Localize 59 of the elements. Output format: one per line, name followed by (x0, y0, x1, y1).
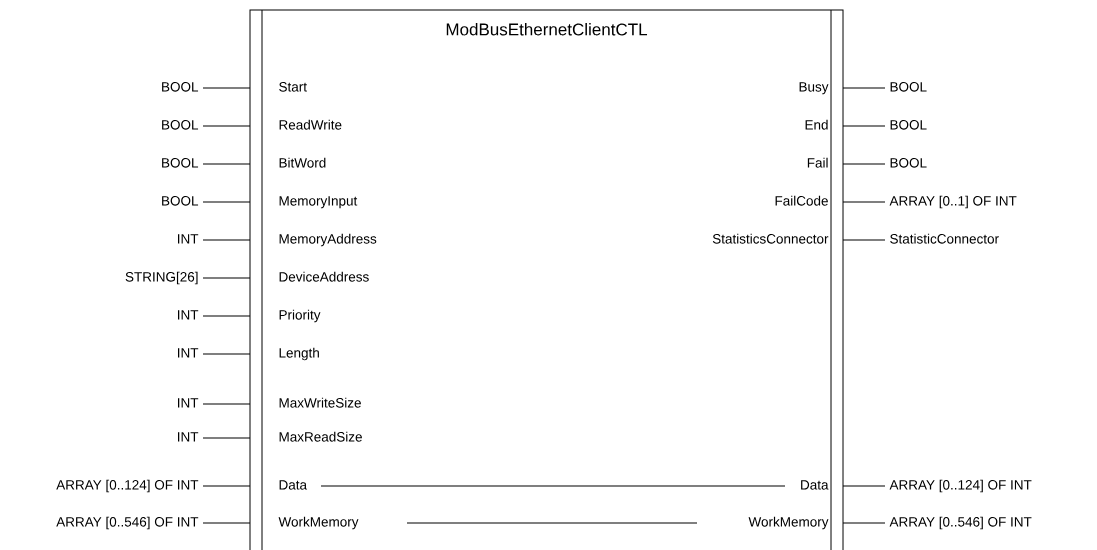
connector-line (842, 87, 886, 89)
data-type-label: INT (178, 432, 199, 442)
connector-line (202, 522, 251, 524)
connector-line (202, 485, 251, 487)
connector-line (842, 163, 886, 165)
data-type-label: BOOL (890, 82, 927, 92)
data-type-label: INT (178, 234, 199, 244)
connector-line (202, 125, 251, 127)
connector-line (202, 403, 251, 405)
data-type-label: ARRAY [0..546] OF INT (889, 516, 1032, 530)
pin-name: StatisticsConnector (712, 233, 829, 244)
connector-line (406, 522, 698, 524)
pin-name: MaxReadSize (279, 431, 362, 442)
data-type-label: BOOL (890, 158, 927, 168)
connector-line (202, 163, 251, 165)
connector-line (202, 437, 251, 439)
pin-name: MemoryInput (279, 196, 358, 209)
pin-name: DeviceAddress (279, 271, 369, 282)
connector-line (202, 353, 251, 355)
data-type-label: ARRAY [0..124] OF INT (56, 479, 199, 493)
data-type-label: ARRAY [0..124] OF INT (889, 479, 1032, 493)
data-type-label: BOOL (162, 158, 199, 168)
pin-name: WorkMemory (748, 516, 829, 530)
data-type-label: StatisticConnector (890, 233, 999, 244)
pin-name: WorkMemory (278, 516, 359, 530)
data-type-label: BOOL (162, 196, 199, 206)
connector-line (842, 201, 886, 203)
connector-line (202, 201, 251, 203)
connector-line (202, 277, 251, 279)
data-type-label: INT (178, 310, 199, 320)
connector-line (202, 315, 251, 317)
data-type-label: STRING[26] (125, 271, 198, 285)
connector-line (842, 522, 886, 524)
connector-line (320, 485, 786, 487)
connector-line (202, 239, 251, 241)
data-type-label: BOOL (890, 120, 927, 130)
connector-line (842, 239, 886, 241)
pin-name: Fail (807, 157, 828, 168)
pin-name: FailCode (775, 195, 828, 206)
data-type-label: INT (178, 398, 199, 408)
pin-name: ReadWrite (279, 119, 342, 130)
pin-name: Priority (279, 309, 321, 323)
data-type-label: INT (178, 348, 199, 358)
pin-name: End (805, 119, 828, 130)
connector-line (842, 485, 886, 487)
pin-name: MemoryAddress (279, 233, 377, 247)
pin-name: Data (801, 480, 829, 490)
pin-name: Data (279, 480, 307, 490)
data-type-label: BOOL (162, 82, 199, 92)
pin-name: Busy (799, 82, 829, 95)
pin-name: BitWord (279, 157, 326, 168)
pin-name: Length (279, 347, 319, 361)
connector-line (842, 125, 886, 127)
connector-line (202, 87, 251, 89)
pin-name: MaxWriteSize (279, 397, 361, 408)
data-type-label: BOOL (162, 120, 199, 130)
data-type-label: ARRAY [0..546] OF INT (56, 516, 199, 530)
data-type-label: ARRAY [0..1] OF INT (889, 195, 1017, 209)
pin-name: Start (279, 82, 307, 92)
